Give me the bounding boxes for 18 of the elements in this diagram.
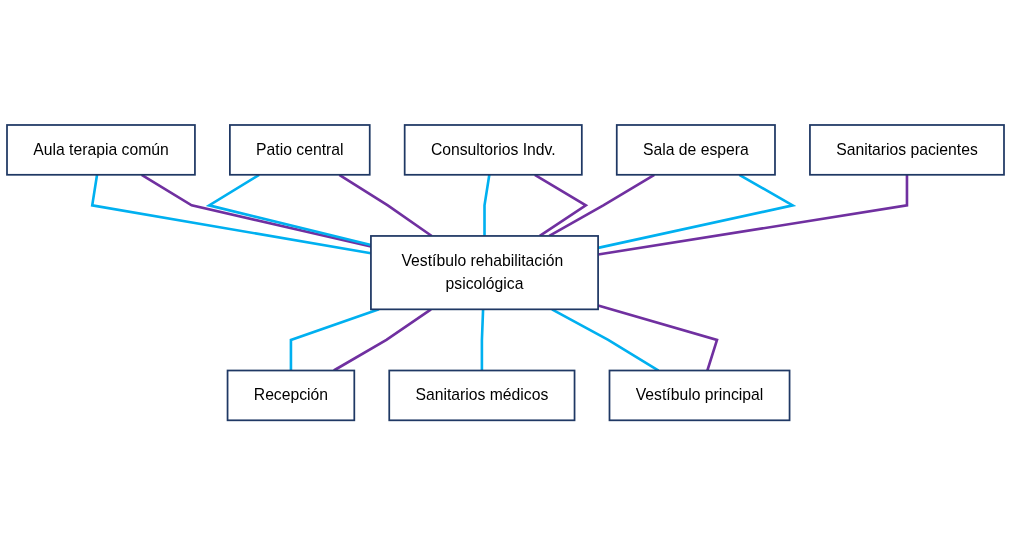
connector xyxy=(338,173,433,237)
connector xyxy=(551,308,660,372)
node-box: Sanitarios pacientes xyxy=(809,123,1005,176)
connector xyxy=(480,309,485,371)
connector xyxy=(483,174,491,236)
node-box: Consultorios Indv. xyxy=(403,123,583,176)
node-box: Aula terapia común xyxy=(6,123,196,176)
node-box: Sanitarios médicos xyxy=(388,369,576,422)
node-box: Sala de espera xyxy=(615,123,776,176)
connector xyxy=(597,304,719,371)
node-box: Patio central xyxy=(229,123,371,176)
connector xyxy=(548,173,655,237)
node-box: Vestíbulo rehabilitación psicológica xyxy=(370,234,599,311)
connector xyxy=(333,308,432,372)
connector xyxy=(534,173,589,237)
connector xyxy=(289,307,380,371)
node-box: Recepción xyxy=(226,369,356,422)
node-box: Vestíbulo principal xyxy=(608,369,791,422)
